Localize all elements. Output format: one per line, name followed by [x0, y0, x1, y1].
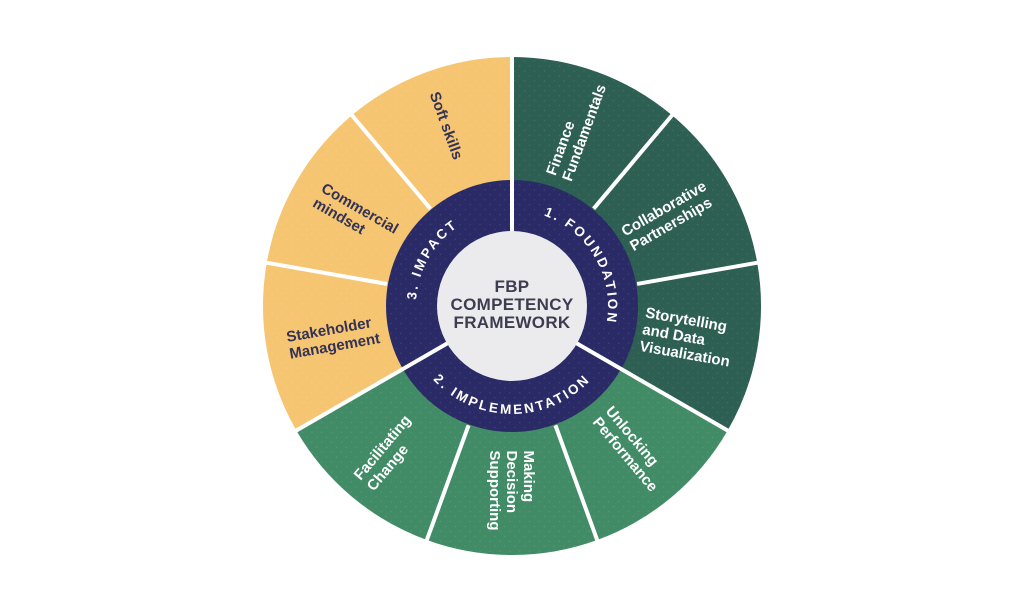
segment-label-line: Supporting: [486, 451, 503, 531]
center-title-line: COMPETENCY: [451, 295, 574, 314]
center-title-line: FRAMEWORK: [454, 313, 571, 332]
segment-label-line: Decision: [503, 451, 520, 514]
center-title-line: FBP: [495, 277, 530, 296]
segment-label-line: Making: [520, 451, 537, 503]
center-circle: [437, 231, 587, 381]
